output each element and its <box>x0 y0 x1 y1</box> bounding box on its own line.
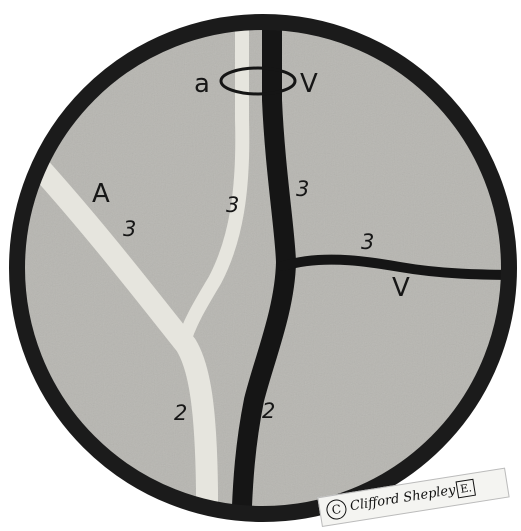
label-order-artery-lower: 2 <box>174 401 187 425</box>
copyright-symbol: C <box>325 498 348 521</box>
label-order-artery-mid: 3 <box>226 193 239 217</box>
label-order-vein-upper: 3 <box>296 177 309 201</box>
label-artery-top: a <box>194 69 210 99</box>
label-vein-top: V <box>300 69 318 99</box>
label-order-vein-lower: 2 <box>262 399 275 423</box>
label-vein-branch: V <box>392 273 410 303</box>
label-order-vein-branch: 3 <box>361 230 374 254</box>
credit-suffix: E. <box>456 479 476 499</box>
label-artery-main: A <box>92 179 110 209</box>
label-order-artery-left: 3 <box>123 217 136 241</box>
